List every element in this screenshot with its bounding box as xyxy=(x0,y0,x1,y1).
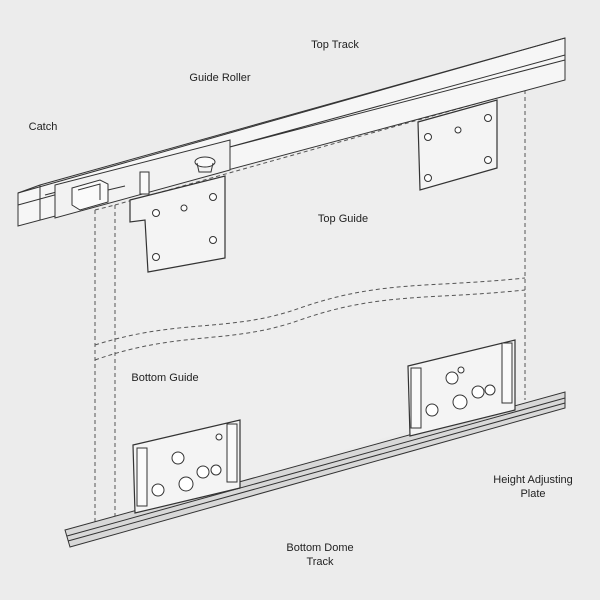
top-guide-plate-left xyxy=(129,175,226,273)
guide-roller xyxy=(139,156,216,195)
label-top-track: Top Track xyxy=(311,39,359,51)
label-line: Height Adjusting xyxy=(493,474,573,486)
label-top-guide: Top Guide xyxy=(317,213,369,225)
label-line: Plate xyxy=(520,488,546,500)
label-height-adjusting-plate: Height Adjusting Plate xyxy=(493,473,573,501)
bottom-guide-plate-right xyxy=(407,339,516,437)
label-line: Track xyxy=(306,556,334,568)
bottom-dome-track xyxy=(64,391,566,548)
label-catch: Catch xyxy=(28,121,58,133)
catch xyxy=(71,179,126,211)
top-guide-plate-right xyxy=(417,99,498,191)
label-bottom-guide: Bottom Guide xyxy=(131,372,199,384)
bottom-guide-plate-left xyxy=(132,419,241,514)
label-guide-roller: Guide Roller xyxy=(189,72,251,84)
label-line: Bottom Dome xyxy=(286,542,354,554)
label-bottom-dome-track: Bottom Dome Track xyxy=(286,541,353,569)
